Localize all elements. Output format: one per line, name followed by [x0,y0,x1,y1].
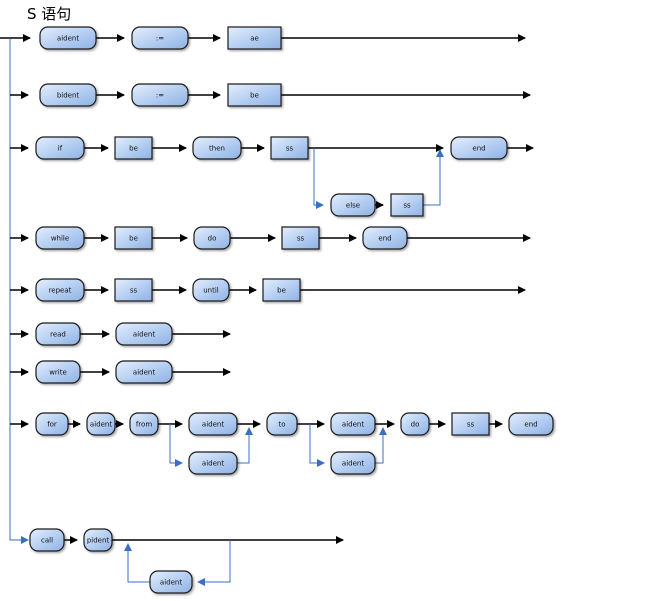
node-label: ss [403,202,411,210]
for-to-branch [309,424,325,467]
node-aident: aident [115,360,173,384]
node-label: aident [133,331,155,339]
node-label: pident [87,537,110,545]
else-branch [313,148,324,209]
node-label: from [136,421,152,429]
node-aident: aident [188,412,238,436]
node-aident: aident [86,412,116,436]
node-label: ss [130,287,138,295]
node-label: be [129,235,138,243]
node-label: do [411,421,420,429]
node-ss: ss [114,278,153,302]
node-end: end [450,136,508,160]
call-loop-out [197,540,231,586]
node-do: do [400,412,430,436]
node-label: read [50,331,66,339]
node-aident: aident [188,451,238,475]
node-label: call [41,537,53,545]
node-to: to [266,412,298,436]
node-label: if [58,145,63,153]
node-label: aident [202,460,224,468]
node-aident: aident [330,412,376,436]
node-label: ss [286,145,294,153]
node-ss: ss [451,412,490,436]
node-label: for [47,421,57,429]
node-label: end [524,421,537,429]
node-be: be [114,226,153,250]
node-for: for [35,412,69,436]
node-label: to [278,421,285,429]
node-label: else [346,202,360,210]
node-label: write [49,369,67,377]
node-write: write [35,360,81,384]
call-loop-return [124,543,150,583]
node-ss: ss [281,226,320,250]
node-label: ss [467,421,475,429]
node-be: be [114,136,153,160]
node-label: end [472,145,485,153]
node-label: while [51,235,69,243]
node-ss: ss [390,193,424,217]
node-label: aident [57,35,79,43]
node-end: end [508,412,554,436]
node-ae: ae [227,26,282,50]
node-label: then [209,145,225,153]
main-rail [9,38,29,544]
node-label: := [156,35,164,43]
node-pident: pident [83,528,113,552]
node-label: bident [57,92,80,100]
node-bident: bident [39,83,97,107]
node-label: repeat [49,287,72,295]
node-label: aident [160,579,182,587]
for-from-branch [169,424,183,467]
node-aident: aident [115,322,173,346]
node-be: be [227,83,282,107]
node-assign: := [131,83,189,107]
node-label: aident [202,421,224,429]
node-call: call [29,528,65,552]
node-be: be [262,278,301,302]
node-label: be [250,92,259,100]
node-if: if [35,136,85,160]
node-while: while [35,226,85,250]
node-label: := [156,92,164,100]
node-end: end [362,226,408,250]
node-ss: ss [270,136,309,160]
node-label: aident [342,421,364,429]
node-label: be [277,287,286,295]
node-label: be [129,145,138,153]
node-else: else [330,193,376,217]
node-until: until [192,278,230,302]
node-label: ae [250,35,259,43]
node-read: read [35,322,81,346]
for-from-return [237,427,253,464]
node-label: aident [342,460,364,468]
node-assign: := [131,26,189,50]
node-aident: aident [39,26,97,50]
node-label: do [208,235,217,243]
node-label: until [203,287,219,295]
node-aident: aident [149,570,193,594]
for-to-return [375,427,387,464]
diagram-title: S 语句 [27,5,72,23]
node-do: do [193,226,231,250]
node-repeat: repeat [35,278,85,302]
node-aident: aident [330,451,376,475]
node-then: then [192,136,242,160]
node-label: aident [90,421,112,429]
node-from: from [129,412,159,436]
node-label: aident [133,369,155,377]
node-label: ss [297,235,305,243]
node-label: end [378,235,391,243]
else-return [423,149,444,206]
